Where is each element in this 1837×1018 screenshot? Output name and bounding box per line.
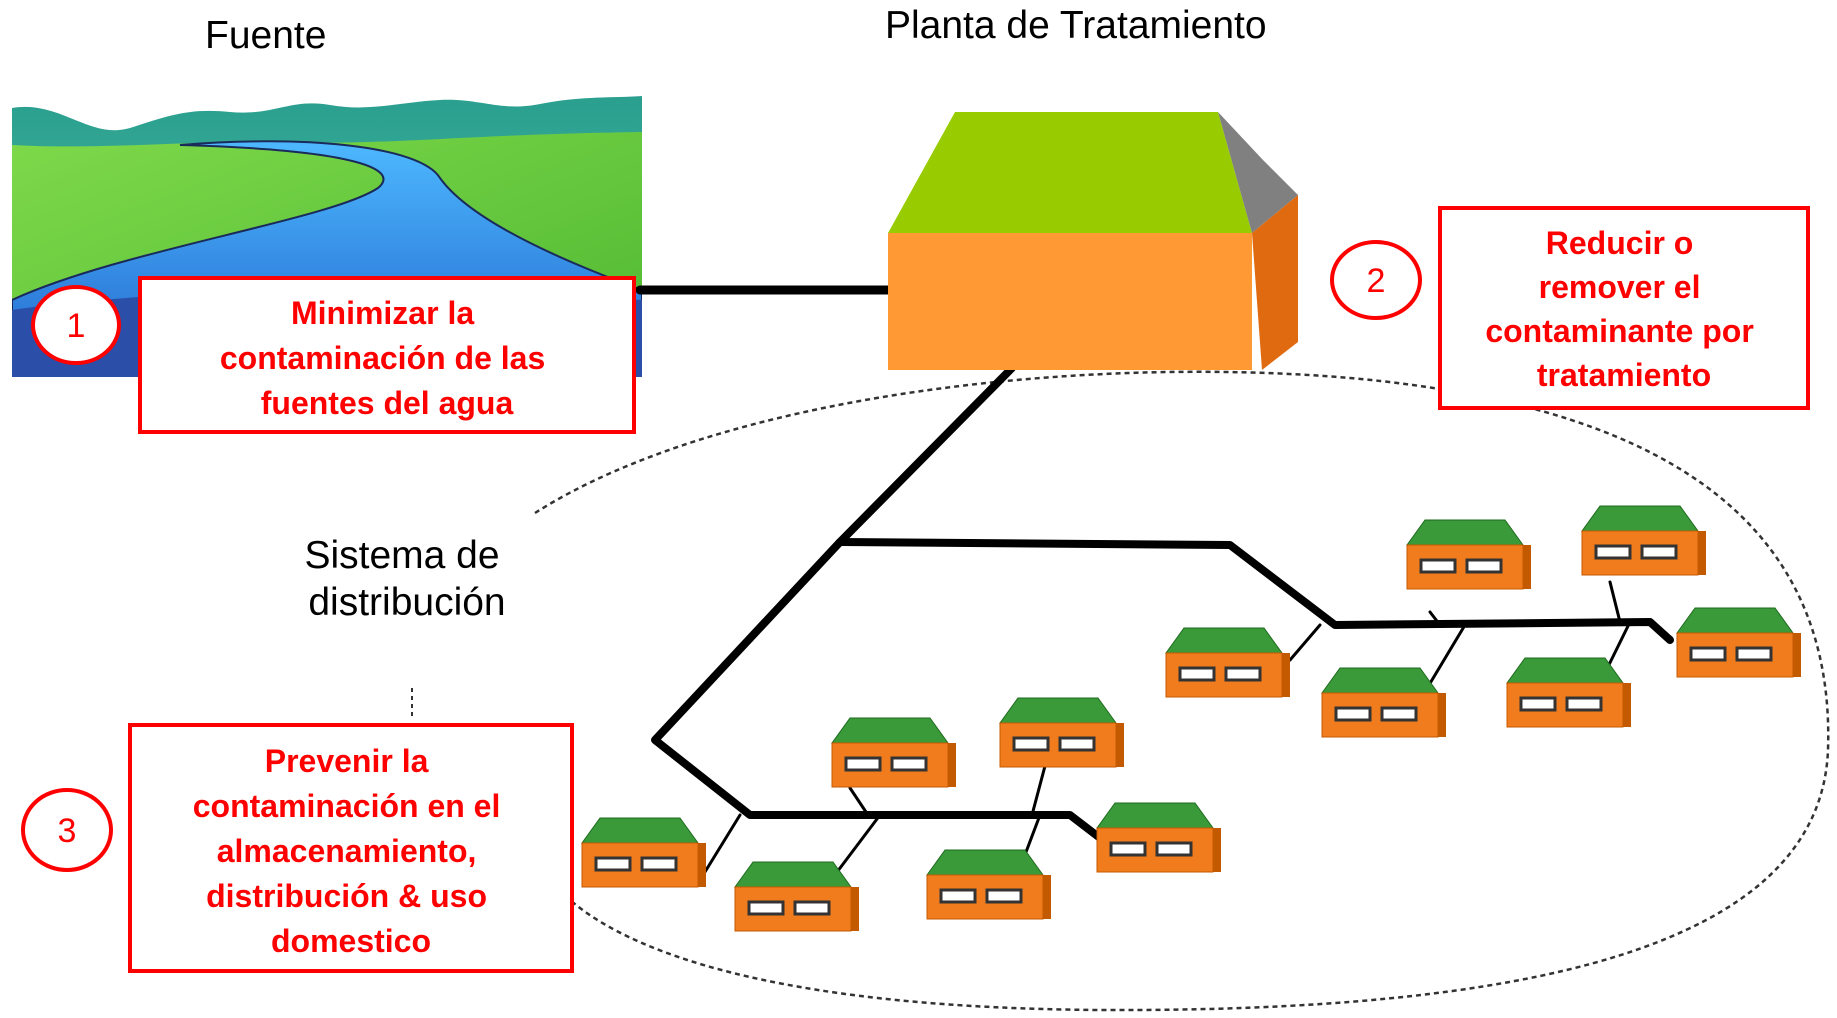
house-icon — [925, 848, 1053, 921]
house-icon — [1405, 518, 1533, 591]
callout-2: Reducir o remover el contaminante por tr… — [1330, 206, 1810, 410]
callout-3-line-2: contaminación en el — [193, 788, 501, 824]
house-icon — [1675, 606, 1803, 679]
house-icon — [733, 860, 861, 933]
source-label: Fuente — [205, 14, 326, 57]
svg-text:Minimizar la contaminaci: Minimizar la contaminación de las fuente… — [220, 295, 554, 421]
svg-text:Reducir o remover el: Reducir o remover el contaminante por tr… — [1485, 225, 1762, 393]
distribution-label-line1: Sistema de — [304, 534, 499, 577]
callout-3-number-badge — [21, 788, 113, 872]
callout-3-line-3: almacenamiento, — [217, 833, 477, 869]
svg-text:Prevenir la contaminació: Prevenir la contaminación en el almacena… — [193, 743, 510, 959]
callout-1-line-3: fuentes del agua — [261, 385, 514, 421]
callout-3-line-4: distribución & uso — [206, 878, 487, 914]
main-pipe — [651, 364, 1104, 842]
houses — [580, 504, 1803, 933]
house-icon — [1164, 626, 1292, 699]
callout-2-number-badge — [1330, 240, 1422, 320]
house-icon — [1505, 656, 1633, 729]
callout-1-line-1: Minimizar la — [291, 295, 474, 331]
house-icon — [580, 816, 708, 889]
callout-2-line-2: remover el — [1539, 269, 1701, 305]
callout-2-line-3: contaminante por — [1485, 313, 1753, 349]
callout-2-line-4: tratamiento — [1537, 357, 1711, 393]
distribution-label-line2: distribución — [308, 581, 505, 624]
callout-1-number: 1 — [67, 307, 86, 345]
upper-branch-pipe — [836, 538, 1674, 644]
distribution-area-outline — [534, 370, 1830, 1012]
callout-1: Minimizar la contaminación de las fuente… — [31, 276, 636, 434]
callout-2-box — [1438, 206, 1810, 410]
house-icon — [998, 696, 1126, 769]
callout-3-line-5: domestico — [271, 923, 431, 959]
house-icon — [1580, 504, 1708, 577]
house-icon — [1320, 666, 1448, 739]
callout-1-number-badge — [31, 285, 121, 365]
house-icon — [1095, 801, 1223, 874]
callout-3-number: 3 — [58, 812, 77, 850]
callout-2-line-1: Reducir o — [1546, 225, 1694, 261]
callout-1-box — [138, 276, 636, 434]
plant-label: Planta de Tratamiento — [885, 4, 1267, 47]
house-icon — [830, 716, 958, 789]
callout-1-line-2: contaminación de las — [220, 340, 545, 376]
callout-3-box — [128, 723, 574, 973]
callout-3-line-1: Prevenir la — [265, 743, 429, 779]
callout-3: Prevenir la contaminación en el almacena… — [21, 723, 574, 973]
treatment-plant-icon — [888, 112, 1298, 370]
callout-2-number: 2 — [1367, 262, 1386, 300]
